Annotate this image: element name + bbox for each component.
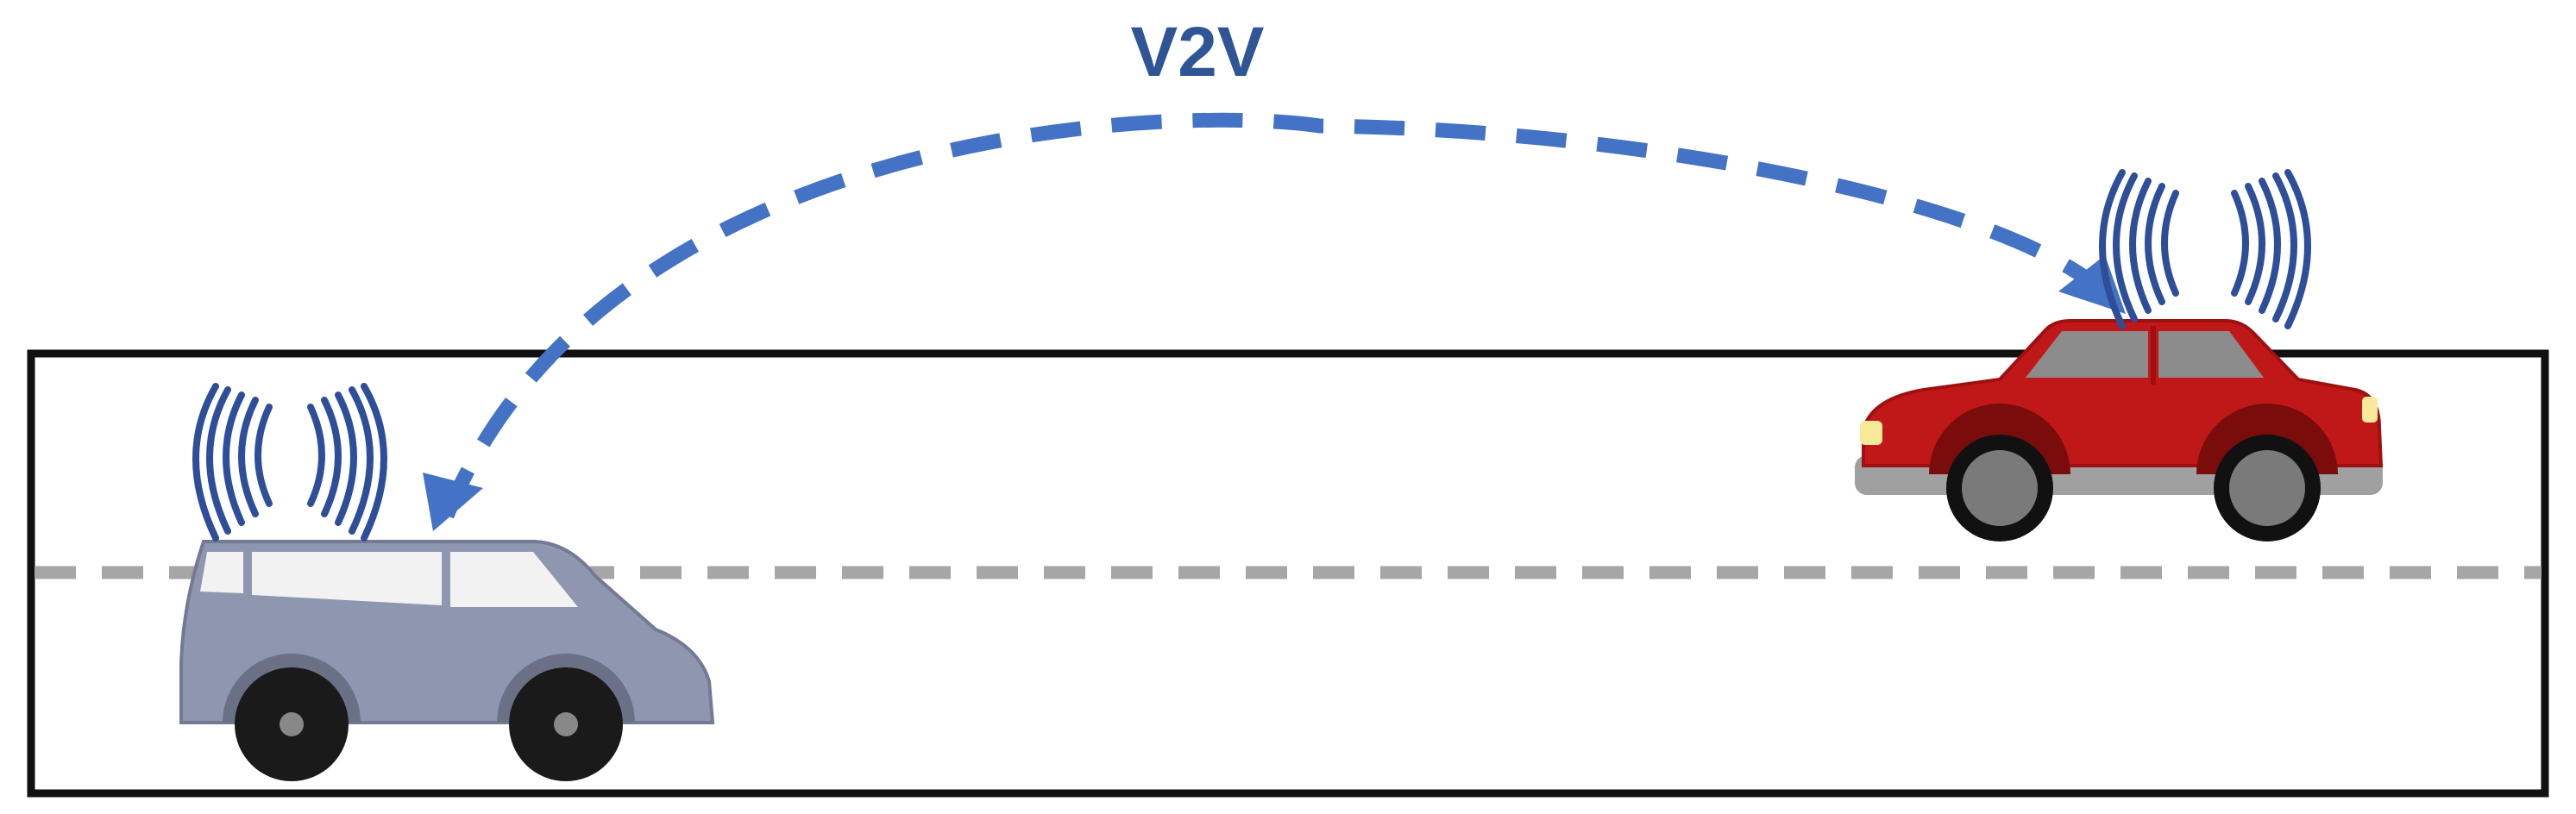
van-window-rear bbox=[450, 552, 578, 607]
van-signal-icon bbox=[192, 383, 387, 542]
car-signal-icon bbox=[2099, 169, 2311, 329]
van-hub-rear bbox=[554, 712, 578, 736]
car-icon bbox=[1855, 319, 2384, 542]
car-hub-rear bbox=[2229, 450, 2305, 526]
arc-path bbox=[440, 112, 2100, 519]
van-hub-front bbox=[280, 712, 304, 736]
car-hub-front bbox=[1962, 450, 2038, 526]
van-window-front bbox=[200, 552, 243, 593]
arrowhead-van bbox=[423, 473, 483, 531]
car-taillight bbox=[2362, 397, 2378, 423]
car-window-front bbox=[2026, 331, 2148, 378]
v2v-label: V2V bbox=[1131, 13, 1265, 91]
van-window-middle bbox=[252, 552, 442, 605]
van-icon bbox=[179, 540, 715, 781]
car-headlight-front bbox=[1860, 421, 1882, 445]
car-window-rear bbox=[2158, 331, 2264, 378]
